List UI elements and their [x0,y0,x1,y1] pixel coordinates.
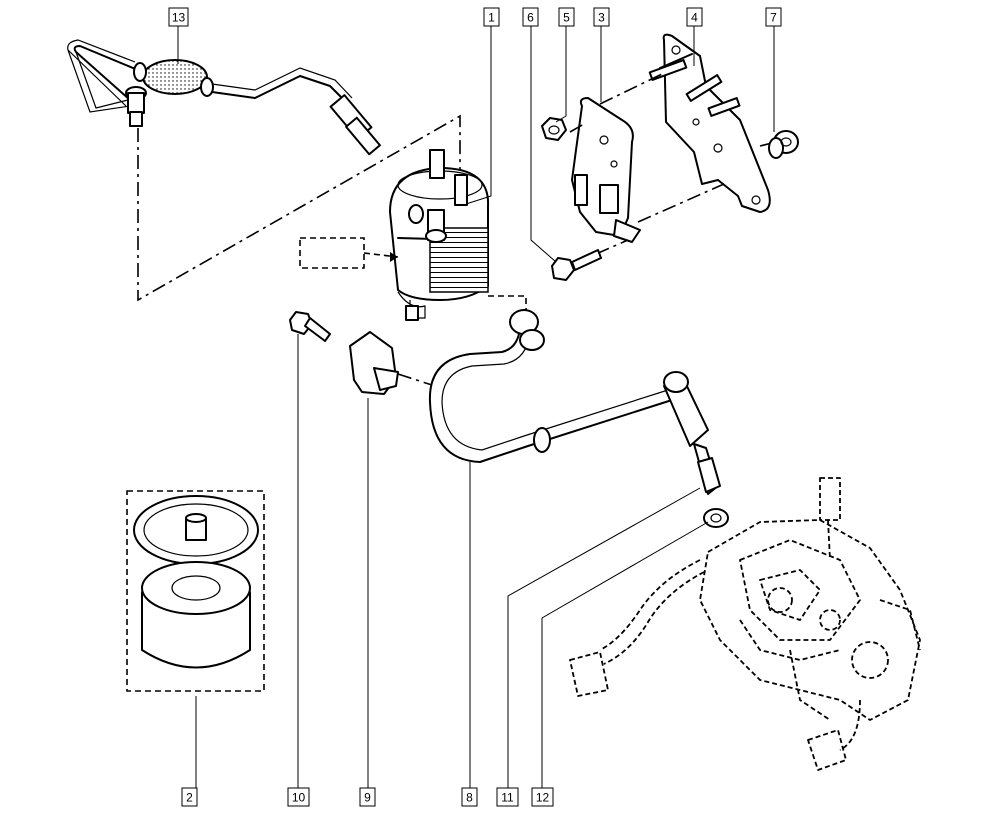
assembly-line-3-4b [637,183,725,223]
hand-primer-pump-line [67,39,381,156]
support-bracket [571,97,641,243]
pipe-clip [349,331,399,395]
assembly-line-13 [137,114,461,302]
svg-text:4: 4 [691,11,698,25]
svg-text:11: 11 [501,791,514,805]
callout-12: 12 [531,787,554,807]
callout-7: 7 [765,7,782,27]
svg-text:1: 1 [488,11,495,25]
callout-8: 8 [461,787,478,807]
injection-pump-ghost [569,477,921,771]
callout-11: 11 [496,787,519,807]
bolt-6 [551,249,602,281]
svg-text:7: 7 [770,11,777,25]
svg-text:13: 13 [172,11,186,25]
svg-text:12: 12 [536,791,550,805]
svg-text:9: 9 [364,791,371,805]
fuel-pipe [428,309,719,495]
leader-lines [177,26,775,788]
union-fitting [697,457,721,493]
assembly-line-6 [595,239,629,255]
callout-4: 4 [686,7,703,27]
bolt-10 [289,311,331,342]
svg-text:2: 2 [186,791,193,805]
nut-7 [768,130,799,159]
element-location-box [299,237,365,269]
callout-13: 13 [168,7,189,27]
assembly-line-8 [488,295,527,310]
assembly-line-5 [569,123,585,133]
sealing-washer [703,508,729,528]
filter-cartridge [126,490,265,692]
nut-5 [541,117,567,141]
assembly-line-3-4a [599,73,663,105]
svg-text:5: 5 [563,11,570,25]
callout-2: 2 [181,787,198,807]
svg-text:10: 10 [292,791,306,805]
svg-text:6: 6 [527,11,534,25]
fuel-filter-housing [389,149,490,321]
callout-1: 1 [483,7,500,27]
element-location-arrow [363,252,399,258]
svg-text:8: 8 [466,791,473,805]
callout-5: 5 [558,7,575,27]
callout-9: 9 [359,787,376,807]
callout-10: 10 [287,787,310,807]
mounting-plate [648,33,771,213]
callout-6: 6 [522,7,539,27]
callout-3: 3 [593,7,610,27]
svg-text:3: 3 [598,11,605,25]
